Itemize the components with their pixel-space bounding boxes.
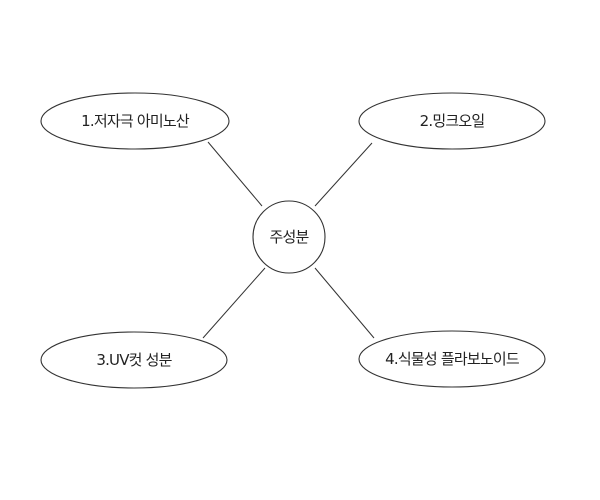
- center-node-label: 주성분: [269, 228, 309, 246]
- node-3: 3.UV컷 성분: [40, 331, 228, 389]
- center-node: 주성분: [252, 200, 326, 274]
- node-2: 2.밍크오일: [358, 92, 546, 150]
- edge-center-to-node-2: [314, 142, 373, 207]
- center-node-circle: [252, 200, 326, 274]
- node-1: 1.저자극 아미노산: [40, 92, 230, 150]
- node-2-ellipse: [358, 92, 546, 150]
- edge-center-to-node-1: [207, 141, 263, 207]
- node-3-ellipse: [40, 331, 228, 389]
- node-1-label: 1.저자극 아미노산: [81, 112, 190, 130]
- edge-center-to-node-4: [314, 267, 375, 339]
- node-3-label: 3.UV컷 성분: [96, 351, 172, 369]
- node-4-ellipse: [358, 330, 546, 388]
- node-2-label: 2.밍크오일: [420, 112, 485, 130]
- node-4: 4.식물성 플라보노이드: [358, 330, 546, 388]
- edge-center-to-node-3: [202, 267, 266, 339]
- node-1-ellipse: [40, 92, 230, 150]
- node-4-label: 4.식물성 플라보노이드: [385, 350, 520, 368]
